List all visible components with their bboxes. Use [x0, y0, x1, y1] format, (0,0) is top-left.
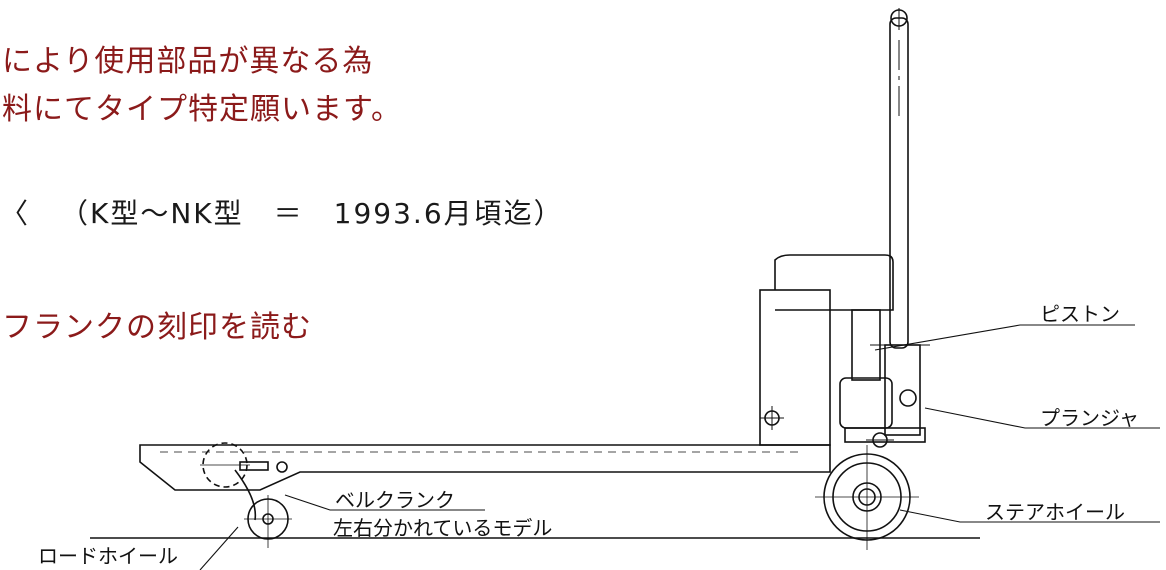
load-wheel-assembly: [200, 442, 292, 548]
note-line-2: 料にてタイプ特定願います。: [2, 92, 402, 127]
label-load-wheel: ロードホイール: [38, 544, 178, 568]
handle: [889, 8, 909, 349]
steer-wheel: [815, 445, 919, 550]
note-line-3: （K型〜NK型 ＝ 1993.6月頃迄）: [60, 197, 564, 230]
fork-frame: [139, 254, 894, 491]
label-steer-wheel: ステアホイール: [985, 500, 1125, 524]
label-bell-crank-note: 左右分かれているモデル: [333, 516, 553, 540]
note-line-3-prefix: 〈: [0, 197, 29, 230]
label-bell-crank: ベルクランク: [335, 488, 455, 512]
hydraulic-unit: [839, 309, 930, 448]
note-line-1: により使用部品が異なる為: [2, 44, 374, 79]
leader-lines: [199, 324, 1160, 570]
label-piston: ピストン: [1040, 302, 1120, 326]
note-line-4: フランクの刻印を読む: [2, 310, 312, 345]
label-plunger: プランジャ: [1040, 406, 1139, 430]
